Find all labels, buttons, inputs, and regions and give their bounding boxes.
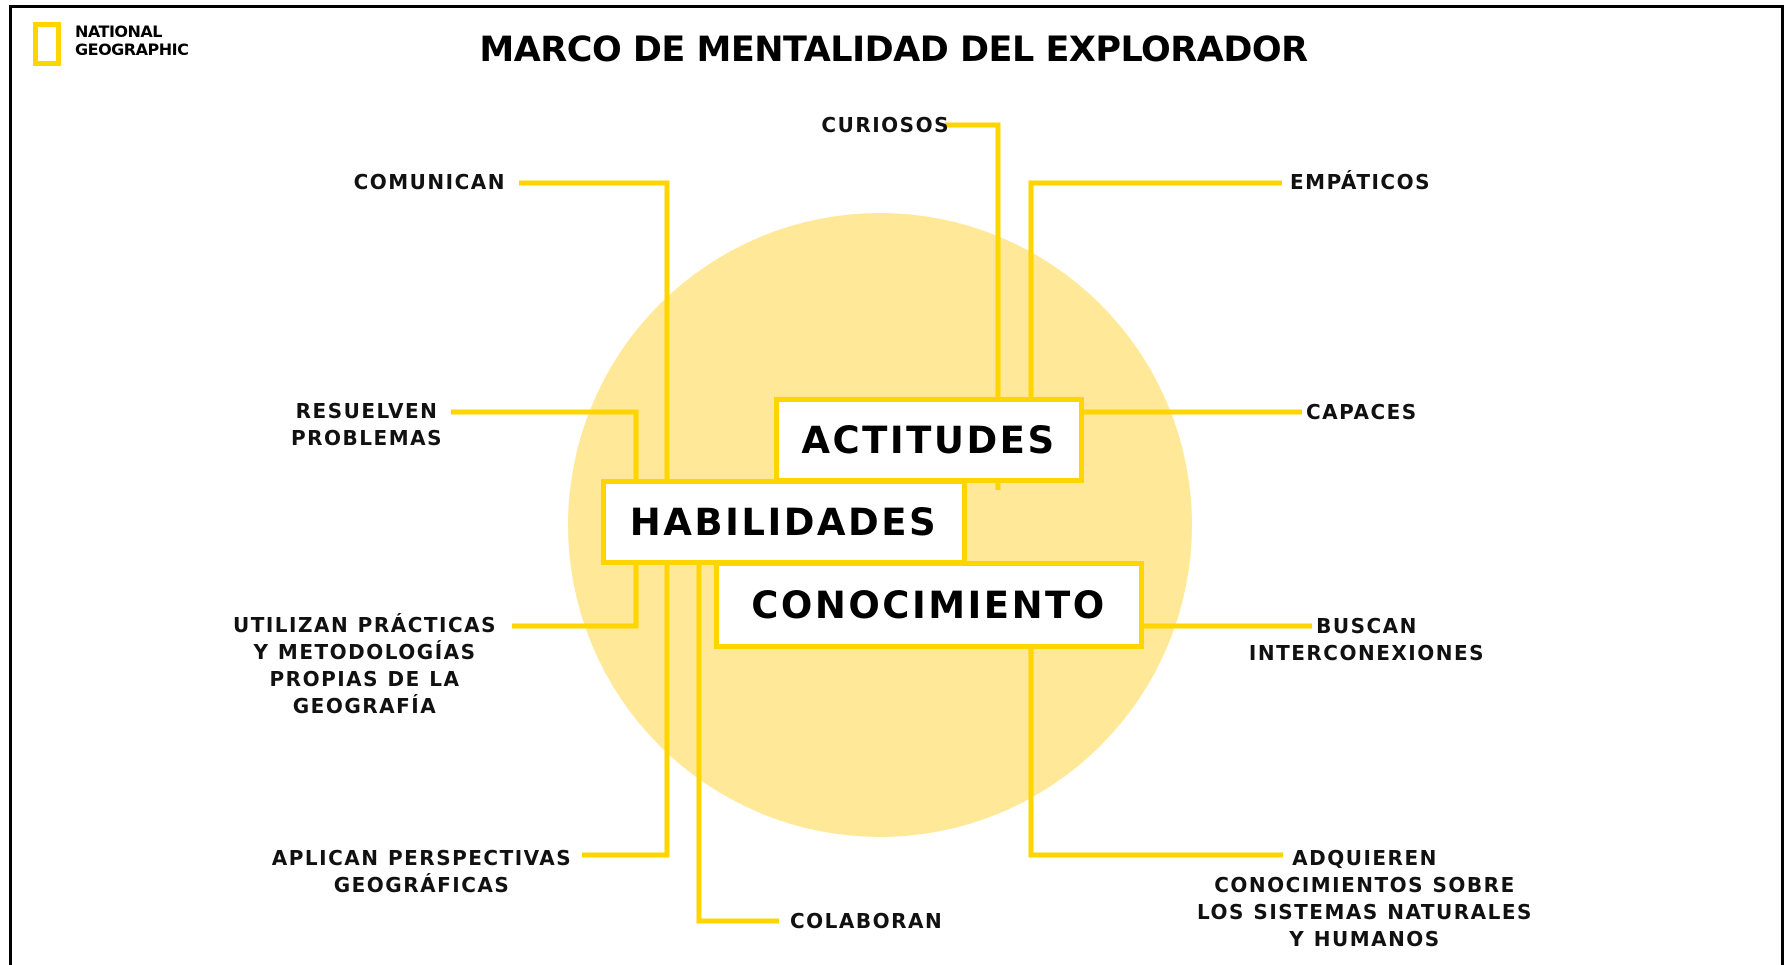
- label-utilizan: UTILIZAN PRÁCTICAS Y METODOLOGÍAS PROPIA…: [232, 613, 498, 718]
- label-curiosos: CURIOSOS: [821, 113, 950, 137]
- habilidades-label: HABILIDADES: [629, 500, 939, 544]
- connector-colaboran: [696, 564, 779, 924]
- connector-aplican: [582, 564, 670, 858]
- connector-curiosos: [945, 122, 1001, 490]
- label-empaticos: EMPÁTICOS: [1290, 170, 1431, 194]
- page-title: MARCO DE MENTALIDAD DEL EXPLORADOR: [479, 30, 1308, 70]
- page-frame: [9, 5, 1784, 965]
- connector-empaticos: [1028, 180, 1282, 400]
- label-comunican: COMUNICAN: [353, 170, 506, 194]
- logo-line-1: NATIONAL: [75, 22, 162, 41]
- label-colaboran: COLABORAN: [790, 909, 944, 933]
- connector-resuelven: [451, 409, 639, 482]
- label-buscan: BUSCAN INTERCONEXIONES: [1248, 614, 1486, 665]
- conocimiento-label: CONOCIMIENTO: [751, 583, 1107, 627]
- conocimiento-box: CONOCIMIENTO: [714, 561, 1144, 649]
- logo-line-2: GEOGRAPHIC: [75, 40, 189, 59]
- label-aplican: APLICAN PERSPECTIVAS GEOGRÁFICAS: [271, 846, 573, 897]
- label-resuelven: RESUELVEN PROBLEMAS: [291, 399, 443, 450]
- actitudes-label: ACTITUDES: [801, 418, 1057, 462]
- connector-comunican: [519, 180, 670, 482]
- yellow-frame-icon: [33, 22, 61, 66]
- actitudes-box: ACTITUDES: [774, 397, 1084, 483]
- label-adquieren: ADQUIEREN CONOCIMIENTOS SOBRE LOS SISTEM…: [1197, 846, 1533, 951]
- connector-utilizan: [512, 564, 639, 629]
- connector-adquieren: [1028, 648, 1283, 858]
- label-capaces: CAPACES: [1306, 400, 1418, 424]
- logo-text: NATIONAL GEOGRAPHIC: [75, 22, 189, 59]
- habilidades-box: HABILIDADES: [601, 479, 967, 565]
